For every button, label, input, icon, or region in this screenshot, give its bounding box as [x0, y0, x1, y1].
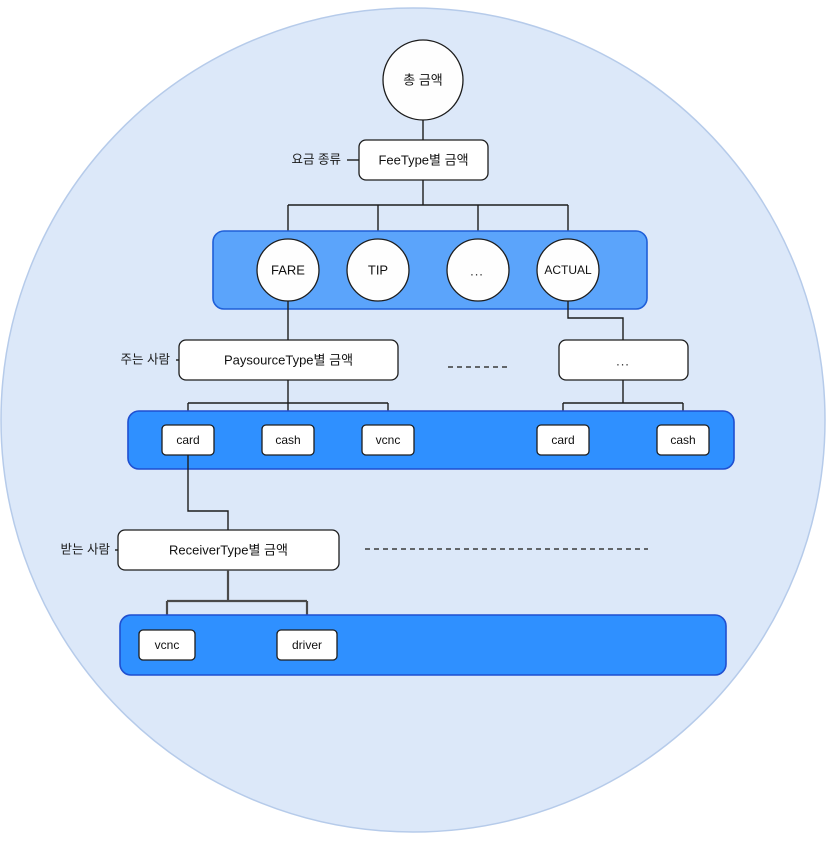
- side-label-receiver: 받는 사람: [61, 542, 111, 556]
- root-node-label: 총 금액: [403, 72, 443, 87]
- node-tip-circle[interactable]: [346, 238, 410, 302]
- band-receivertype: [119, 614, 727, 676]
- node-paysource-vcnc[interactable]: [361, 424, 415, 456]
- side-label-paysource: 주는 사람: [121, 352, 171, 366]
- box-feetype-label: FeeType별 금액: [378, 152, 468, 167]
- node-fare-label: FARE: [271, 262, 305, 277]
- box-paysource-ellipsis-label: ...: [616, 353, 630, 368]
- node-feetype-ellipsis-circle[interactable]: [446, 238, 510, 302]
- node-paysource-cash-label: cash: [275, 433, 300, 447]
- node-paysource-card-label: card: [176, 433, 199, 447]
- node-feetype-ellipsis-label: ...: [470, 263, 484, 278]
- node-paysource-vcnc-label: vcnc: [376, 433, 401, 447]
- node-actual-label: ACTUAL: [544, 263, 592, 277]
- wire-card-to-receivertype: [187, 455, 229, 530]
- node-paysource-ellipsis-card-label: card: [551, 433, 574, 447]
- band-paysourcetype: [127, 410, 735, 470]
- wire-paysource-ellipsis-fanout: [562, 380, 684, 425]
- node-paysource-cash[interactable]: [261, 424, 315, 456]
- node-receiver-driver-label: driver: [292, 638, 322, 652]
- side-label-feetype: 요금 종류: [292, 152, 341, 166]
- band-feetype: [212, 230, 648, 310]
- node-paysource-ellipsis-cash[interactable]: [656, 424, 710, 456]
- node-receiver-driver[interactable]: [276, 629, 338, 661]
- node-paysource-ellipsis-cash-label: cash: [670, 433, 695, 447]
- node-receiver-vcnc-label: vcnc: [155, 638, 180, 652]
- node-tip-label: TIP: [368, 262, 388, 277]
- box-paysourcetype-label: PaysourceType별 금액: [224, 352, 353, 367]
- node-paysource-ellipsis-card[interactable]: [536, 424, 590, 456]
- wire-feetype-fanout: [287, 180, 569, 238]
- wire-actual-to-ellipsis-box: [567, 301, 624, 340]
- box-receivertype-label: ReceiverType별 금액: [169, 542, 288, 557]
- node-receiver-vcnc[interactable]: [138, 629, 196, 661]
